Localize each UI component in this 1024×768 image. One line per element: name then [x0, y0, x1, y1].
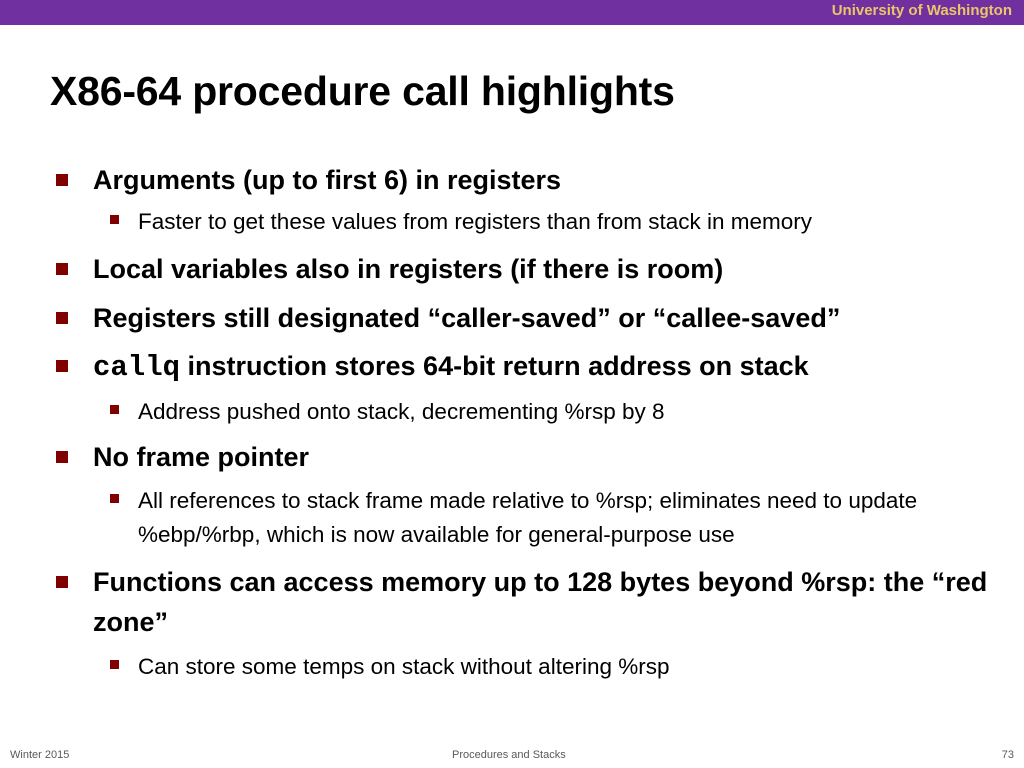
sub-bullet-address-pushed: Address pushed onto stack, decrementing …: [110, 395, 978, 429]
header-bar: University of Washington: [0, 0, 1024, 25]
sub-bullet-temps: Can store some temps on stack without al…: [110, 650, 978, 684]
bullet-text: instruction stores 64-bit return address…: [180, 351, 809, 381]
bullet-local-variables: Local variables also in registers (if th…: [56, 249, 993, 289]
bullet-callq: callq instruction stores 64-bit return a…: [56, 346, 993, 388]
square-bullet-icon: [56, 174, 68, 186]
square-bullet-icon: [110, 405, 119, 414]
bullet-text: Arguments (up to first 6) in registers: [93, 165, 562, 195]
square-bullet-icon: [56, 451, 68, 463]
sub-bullet-faster: Faster to get these values from register…: [110, 205, 978, 239]
sub-bullet-text: Faster to get these values from register…: [138, 209, 813, 234]
university-name: University of Washington: [831, 2, 1012, 19]
footer-term: Winter 2015: [10, 749, 70, 761]
square-bullet-icon: [110, 660, 119, 669]
bullet-text: Registers still designated “caller-saved…: [93, 303, 841, 333]
square-bullet-icon: [110, 494, 119, 503]
bullet-text: Local variables also in registers (if th…: [93, 254, 724, 284]
slide-title: X86-64 procedure call highlights: [50, 68, 675, 114]
bullet-no-frame-pointer: No frame pointer: [56, 437, 993, 477]
square-bullet-icon: [56, 312, 68, 324]
sub-bullet-references: All references to stack frame made relat…: [110, 484, 978, 552]
square-bullet-icon: [56, 360, 68, 372]
square-bullet-icon: [56, 263, 68, 275]
bullet-registers-designated: Registers still designated “caller-saved…: [56, 298, 993, 338]
square-bullet-icon: [110, 215, 119, 224]
page-number: 73: [1001, 749, 1014, 761]
square-bullet-icon: [56, 576, 68, 588]
bullet-text: No frame pointer: [93, 442, 310, 472]
sub-bullet-text: All references to stack frame made relat…: [138, 488, 918, 547]
bullet-red-zone: Functions can access memory up to 128 by…: [56, 562, 993, 642]
sub-bullet-text: Can store some temps on stack without al…: [138, 654, 670, 679]
footer-topic: Procedures and Stacks: [452, 749, 566, 761]
callq-code: callq: [93, 351, 181, 384]
bullet-text: Functions can access memory up to 128 by…: [93, 567, 988, 637]
sub-bullet-text: Address pushed onto stack, decrementing …: [138, 399, 665, 424]
bullet-arguments: Arguments (up to first 6) in registers: [56, 160, 993, 200]
